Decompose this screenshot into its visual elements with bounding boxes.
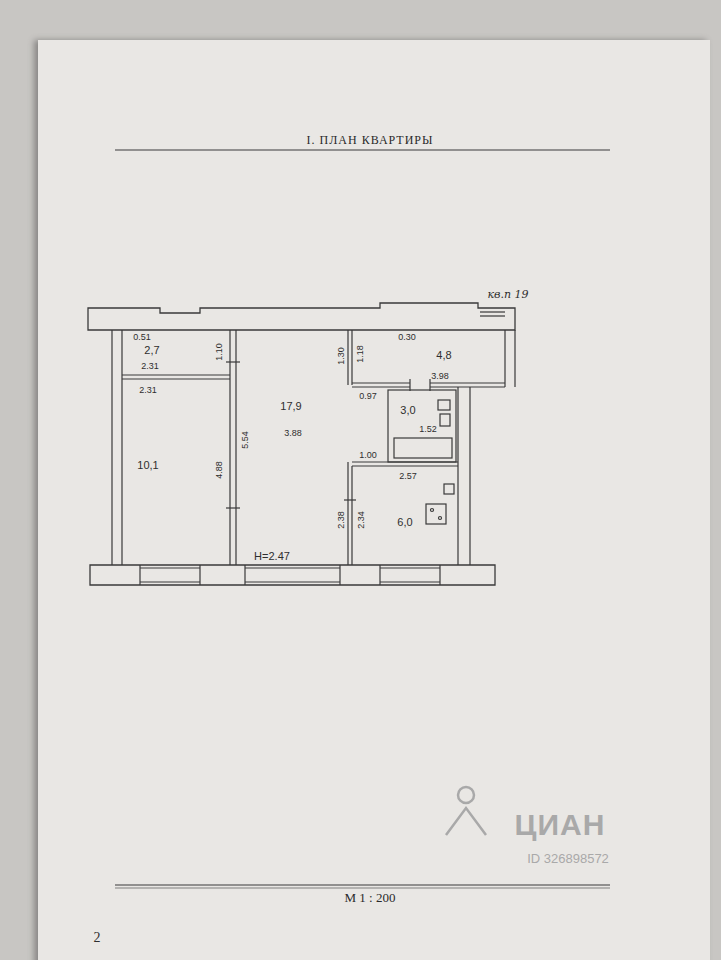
- dimension: 2.34: [357, 511, 366, 529]
- watermark-id: ID 326898572: [527, 852, 609, 865]
- room-area: 4,8: [352, 330, 505, 383]
- dimension: 1.52: [419, 425, 437, 434]
- dimension: 2.57: [399, 472, 417, 481]
- page-number: 2: [94, 931, 101, 945]
- dimension: 3.88: [284, 429, 302, 438]
- dimension: 0.30: [398, 333, 416, 342]
- room-area-value: 10,1: [137, 460, 158, 471]
- room-area: 6,0: [352, 466, 458, 565]
- dimension: 4.88: [215, 461, 224, 479]
- dimension: 2.31: [139, 386, 157, 395]
- watermark: ЦИАН: [515, 810, 606, 840]
- page-title: I. ПЛАН КВАРТИРЫ: [306, 134, 433, 146]
- ceiling-height: H=2.47: [254, 551, 290, 562]
- dimension: 2.31: [141, 362, 159, 371]
- paper-sheet: [38, 40, 710, 960]
- dimension: 1.00: [359, 451, 377, 460]
- dimension: 0.97: [359, 392, 377, 401]
- dimension: 0.51: [133, 333, 151, 342]
- apartment-number: кв.п 19: [487, 289, 528, 300]
- dimension: 2.38: [337, 511, 346, 529]
- room-area: 17,9: [236, 330, 348, 565]
- dimension: 1.30: [337, 347, 346, 365]
- dimension: 1.18: [356, 345, 365, 363]
- scale-note: М 1 : 200: [345, 891, 396, 904]
- room-area-value: 2,7: [144, 345, 159, 356]
- dimension: 1.10: [215, 343, 224, 361]
- dimension: 3.98: [431, 372, 449, 381]
- room-area-value: 4,8: [436, 350, 451, 361]
- room-area-value: 17,9: [280, 401, 301, 412]
- room-area-value: 6,0: [397, 517, 412, 528]
- dimension: 5.54: [241, 431, 250, 449]
- room-area-value: 3,0: [400, 405, 415, 416]
